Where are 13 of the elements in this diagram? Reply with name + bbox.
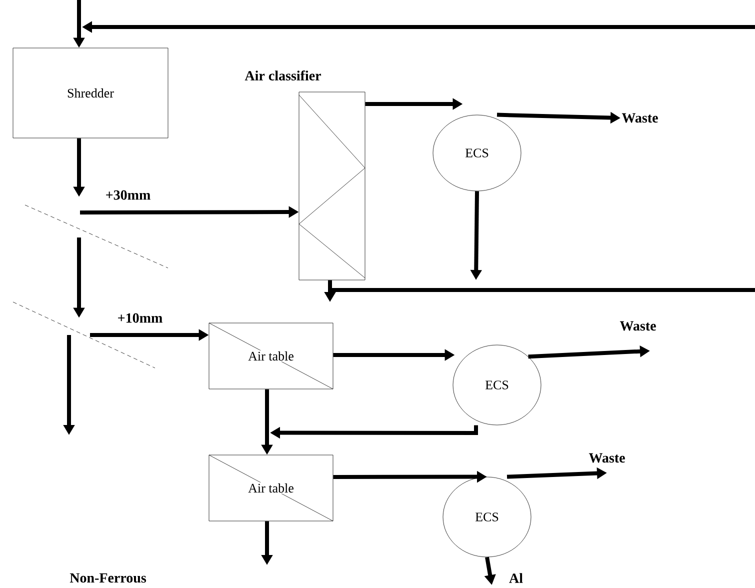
screen — [24, 204, 168, 268]
process-box: Shredder — [12, 48, 168, 138]
output-label: Al — [509, 573, 523, 583]
air-table: Air table — [208, 454, 334, 522]
edge-label: +10mm — [116, 312, 164, 324]
output-label: Non-Ferrous — [70, 573, 146, 583]
output-label: Waste — [588, 453, 625, 463]
output-label: Waste — [620, 321, 656, 331]
output-label: Waste — [622, 113, 658, 123]
edge-label: +30mm — [104, 189, 152, 201]
air-table: Air table — [208, 322, 334, 390]
node-label: Air classifier — [244, 70, 322, 80]
air-classifier: Air classifier — [244, 70, 366, 280]
